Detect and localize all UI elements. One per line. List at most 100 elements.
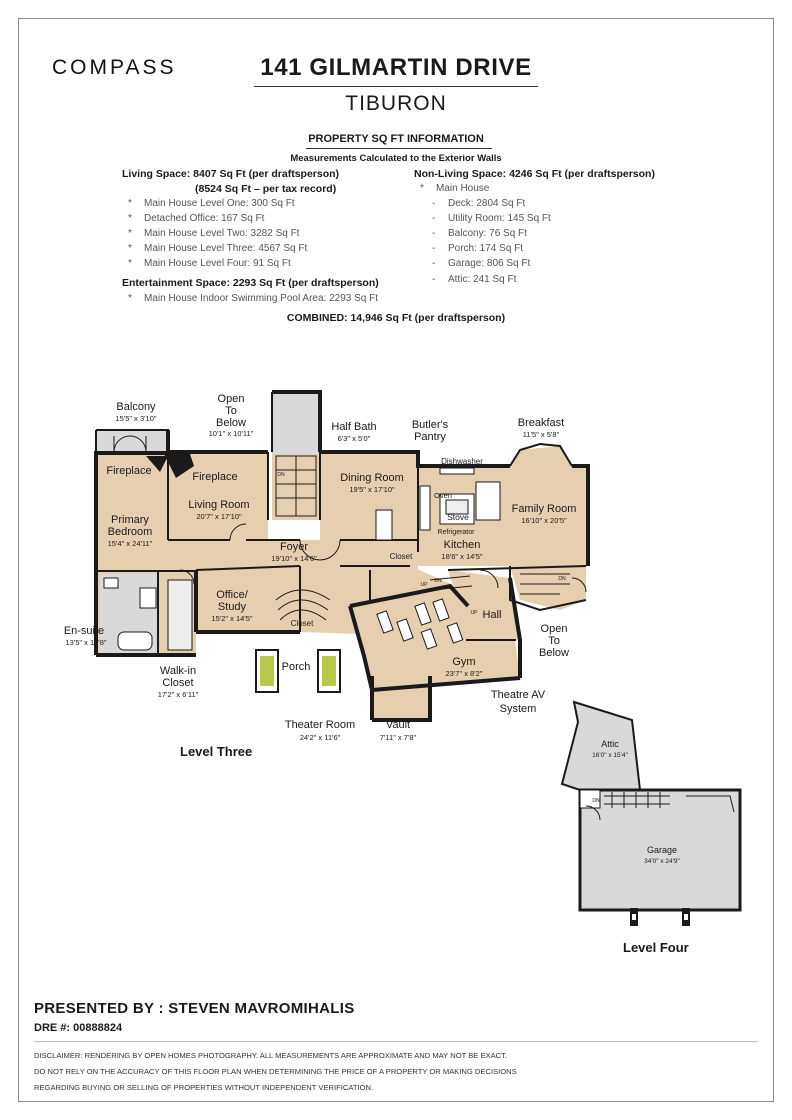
presented-by: PRESENTED BY : STEVEN MAVROMIHALIS [34, 1000, 355, 1017]
entertainment-space-title: Entertainment Space: 2293 Sq Ft (per dra… [122, 277, 379, 289]
list-item: *Main House [420, 183, 490, 194]
room-name: Vault [386, 719, 410, 731]
room-name: Fireplace [192, 471, 237, 483]
stair-mark: UP [421, 582, 429, 588]
list-item: *Main House Level Four: 91 Sq Ft [128, 258, 291, 269]
room-name: Study [218, 601, 247, 613]
room-dim: 34'0" x 24'9" [644, 858, 680, 865]
sqft-subheading: Measurements Calculated to the Exterior … [290, 153, 502, 164]
room-dim: 17'2" x 6'11" [158, 690, 199, 699]
gym-equipment [376, 598, 464, 650]
living-space-tax: (8524 Sq Ft – per tax record) [195, 183, 337, 195]
disclaimer-line: REGARDING BUYING OR SELLING OF PROPERTIE… [34, 1083, 374, 1092]
room-name: Open [218, 393, 245, 405]
room-dim: 16'0" x 15'4" [592, 752, 628, 759]
stairs [275, 455, 570, 621]
list-item: *Main House Level Three: 4567 Sq Ft [128, 243, 308, 254]
combined-sqft: COMBINED: 14,946 Sq Ft (per draftsperson… [286, 312, 506, 324]
room-name: Kitchen [444, 539, 481, 551]
room-dim: 15'5" x 3'10" [115, 414, 156, 423]
kitchen-fixtures [103, 467, 501, 651]
room-dim: 10'1" x 10'11" [209, 429, 254, 438]
stair-mark: DN [592, 798, 600, 804]
page-border [18, 18, 774, 1102]
room-name: En-suite [64, 625, 104, 637]
room-name: Foyer [280, 541, 308, 553]
room-dim: 7'11" x 7'8" [380, 733, 417, 742]
room-dim: 18'6" x 14'5" [441, 552, 482, 561]
room-name: Walk-in [160, 665, 196, 677]
room-name: Theatre AV [491, 689, 546, 701]
list-item: -Garage: 806 Sq Ft [432, 258, 531, 269]
room-dim: 16'10" x 20'5" [521, 516, 567, 525]
disclaimer-line: DISCLAIMER: RENDERING BY OPEN HOMES PHOT… [34, 1051, 508, 1060]
room-name: Balcony [116, 401, 156, 413]
stair-mark: DN [277, 472, 285, 478]
room-dim: 11'5" x 5'8" [523, 430, 560, 439]
title-divider [254, 86, 538, 87]
room-name: Fireplace [106, 465, 151, 477]
compass-logo: COMPASS [52, 56, 177, 79]
room-dim: 13'5" x 17'8" [65, 638, 106, 647]
room-name: To [225, 405, 237, 417]
room-name: Refrigerator [438, 529, 476, 536]
doors [113, 435, 587, 593]
property-address: 141 GILMARTIN DRIVE [260, 54, 532, 81]
room-dim: 15'2" x 14'5" [211, 614, 252, 623]
room-name: Living Room [188, 499, 249, 511]
stair-mark: DN [434, 578, 442, 584]
room-name: Office/ [216, 589, 249, 601]
floor-plan: Balcony 15'5" x 3'10" Open To Below 10'1… [64, 390, 742, 926]
level-four-floor [560, 700, 742, 912]
room-dim: 24'2" x 11'6" [300, 733, 341, 742]
stair-mark: UP [471, 610, 479, 616]
room-name: Bedroom [108, 526, 153, 538]
room-dim: 19'5" x 17'10" [349, 485, 395, 494]
room-name: Gym [452, 656, 475, 668]
room-dim: 15'4" x 24'11" [108, 539, 153, 548]
room-name: Family Room [512, 503, 577, 515]
living-space-title: Living Space: 8407 Sq Ft (per draftspers… [122, 168, 340, 180]
sqft-divider [306, 148, 492, 149]
dre-number: DRE #: 00888824 [34, 1022, 123, 1034]
nonliving-space-title: Non-Living Space: 4246 Sq Ft (per drafts… [414, 168, 655, 180]
list-item: -Deck: 2804 Sq Ft [432, 198, 526, 209]
level-three-walls [94, 390, 590, 722]
room-name: Porch [282, 661, 311, 673]
list-item: -Utility Room: 145 Sq Ft [432, 213, 551, 224]
disclaimer: DISCLAIMER: RENDERING BY OPEN HOMES PHOT… [34, 1048, 754, 1096]
room-name: Dining Room [340, 472, 404, 484]
room-name: Stove [447, 512, 469, 522]
room-name: Attic [601, 739, 619, 749]
room-name: To [548, 635, 560, 647]
fireplaces [146, 454, 194, 478]
level-three-label: Level Three [180, 744, 253, 759]
room-name: Hall [483, 609, 502, 621]
room-name: System [500, 703, 537, 715]
room-name: Closet [390, 552, 413, 561]
level-four-label: Level Four [623, 940, 689, 955]
room-name: Dishwasher [441, 457, 483, 466]
room-dim: 6'3" x 5'0" [338, 434, 371, 443]
room-name: Pantry [414, 431, 446, 443]
sqft-heading: PROPERTY SQ FT INFORMATION [308, 133, 484, 145]
list-item: -Balcony: 76 Sq Ft [432, 228, 527, 239]
room-name: Closet [162, 677, 193, 689]
list-item: -Attic: 241 Sq Ft [432, 274, 517, 285]
room-dim: 23'7" x 8'2" [446, 669, 483, 678]
disclaimer-line: DO NOT RELY ON THE ACCURACY OF THIS FLOO… [34, 1067, 517, 1076]
room-name: Oven [434, 491, 452, 500]
room-name: Below [216, 417, 246, 429]
room-name: Theater Room [285, 719, 355, 731]
room-name: Closet [291, 619, 314, 628]
stair-mark: DN [558, 576, 566, 582]
room-name: Breakfast [518, 417, 564, 429]
room-name: Butler's [412, 419, 449, 431]
property-city: TIBURON [345, 92, 447, 115]
list-item: -Porch: 174 Sq Ft [432, 243, 524, 254]
list-item: *Detached Office: 167 Sq Ft [128, 213, 265, 224]
room-dim: 20'7" x 17'10" [196, 512, 242, 521]
room-name: Open [541, 623, 568, 635]
list-item: *Main House Indoor Swimming Pool Area: 2… [128, 293, 379, 304]
list-item: *Main House Level Two: 3282 Sq Ft [128, 228, 300, 239]
